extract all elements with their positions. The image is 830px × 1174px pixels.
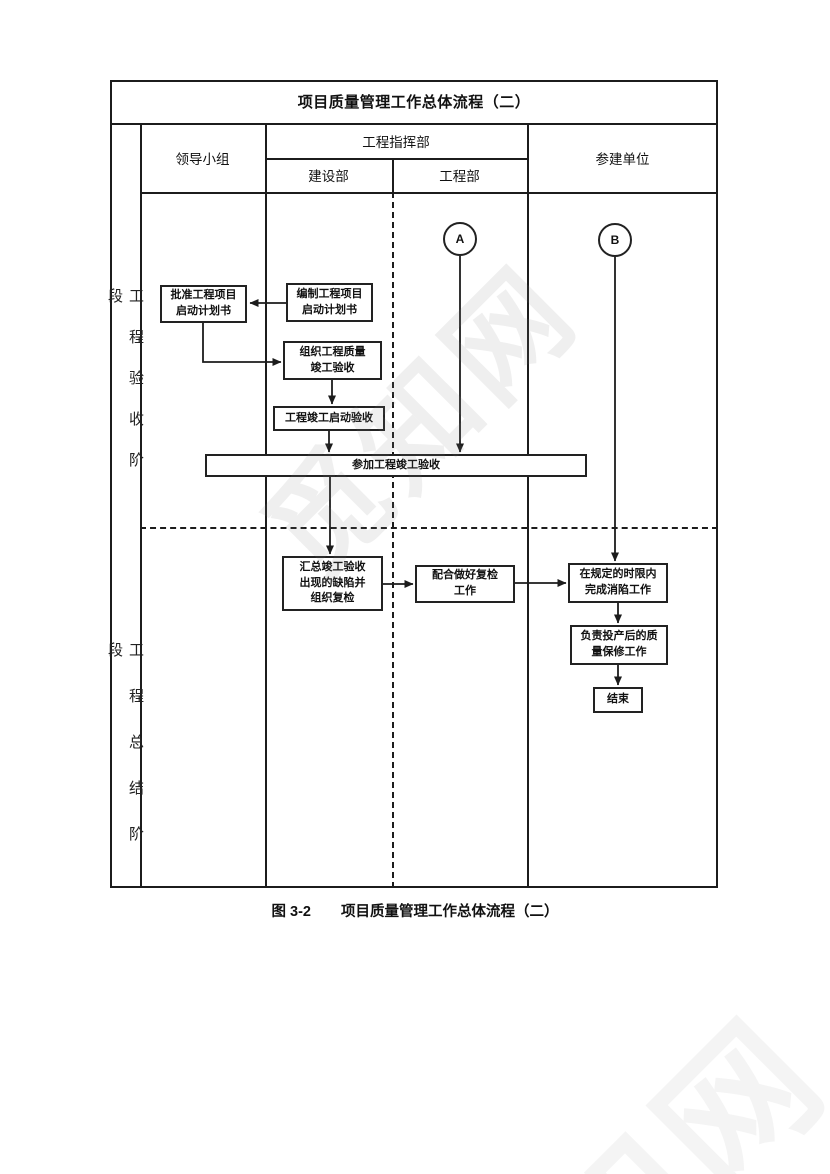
phase-label-summary: 工程总结阶段 xyxy=(106,642,144,887)
header-cell-engineering-dept: 工程部 xyxy=(439,169,480,184)
connector-circle-a: A xyxy=(443,222,477,256)
hq-subheader-divider xyxy=(265,158,527,160)
phase-column-line xyxy=(140,123,142,888)
dept-column-line-header xyxy=(392,158,394,192)
figure-caption-label: 图 3-2 xyxy=(271,904,312,920)
header-cell-headquarters: 工程指挥部 xyxy=(362,134,430,150)
connector-circle-b: B xyxy=(598,223,632,257)
page-title: 项目质量管理工作总体流程（二） xyxy=(297,94,531,111)
node-end: 结束 xyxy=(593,687,643,713)
node-participate-acceptance: 参加工程竣工验收 xyxy=(205,454,587,477)
phase-label-acceptance-text: 工程验收阶段 xyxy=(106,288,144,493)
participants-column-line xyxy=(527,123,529,888)
phase-label-acceptance: 工程验收阶段 xyxy=(106,288,144,533)
header-cell-participating-units: 参建单位 xyxy=(595,151,650,167)
phase-divider-dashed xyxy=(140,527,718,529)
dept-column-line-dashed xyxy=(392,192,394,888)
node-organize-acceptance: 组织工程质量 竣工验收 xyxy=(283,341,382,380)
leader-column-line xyxy=(265,123,267,888)
node-warranty-work: 负责投产后的质 量保修工作 xyxy=(570,625,668,665)
title-row-divider xyxy=(110,123,718,125)
node-start-acceptance: 工程竣工启动验收 xyxy=(273,406,385,431)
phase-label-summary-text: 工程总结阶段 xyxy=(106,642,144,872)
node-eliminate-defects: 在规定的时限内 完成消陷工作 xyxy=(568,563,668,603)
figure-caption-text: 项目质量管理工作总体流程（二） xyxy=(341,904,559,920)
node-compile-plan: 编制工程项目 启动计划书 xyxy=(286,283,373,322)
node-approve-plan: 批准工程项目 启动计划书 xyxy=(160,285,247,323)
header-bottom-divider xyxy=(140,192,718,194)
header-cell-construction-dept: 建设部 xyxy=(308,169,349,184)
figure-caption: 图 3-2 项目质量管理工作总体流程（二） xyxy=(0,900,830,921)
node-cooperate-recheck: 配合做好复检 工作 xyxy=(415,565,515,603)
header-cell-leader-group: 领导小组 xyxy=(175,151,230,167)
flowchart-table-border xyxy=(110,80,718,888)
node-summarize-defects: 汇总竣工验收 出现的缺陷并 组织复检 xyxy=(282,556,383,611)
